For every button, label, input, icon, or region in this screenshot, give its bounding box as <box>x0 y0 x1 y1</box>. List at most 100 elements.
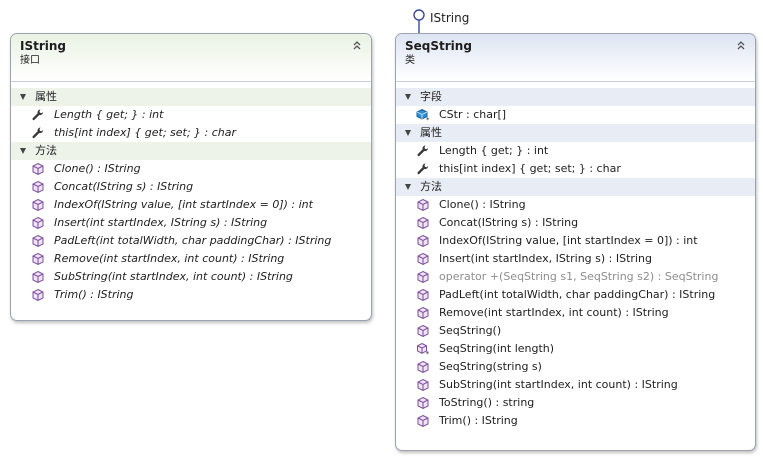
seqstring-class-box[interactable]: SeqString 类 字段 * CStr : char[] 属性 Length … <box>395 33 756 451</box>
member-signature: CStr : char[] <box>439 108 507 121</box>
member-signature: Insert(int startIndex, IString s) : IStr… <box>54 216 268 229</box>
member-signature: Length { get; } : int <box>54 108 164 121</box>
member-signature: SeqString() <box>439 324 502 337</box>
wrench-icon <box>31 126 45 140</box>
member-signature: Remove(int startIndex, int count) : IStr… <box>439 306 669 319</box>
method-row[interactable]: Concat(IString s) : IString <box>11 178 371 196</box>
method-cube-icon <box>416 288 430 302</box>
method-cube-icon <box>31 198 45 212</box>
method-row[interactable]: operator +(SeqString s1, SeqString s2) :… <box>396 268 755 286</box>
member-signature: IndexOf(IString value, [int startIndex =… <box>439 234 698 247</box>
member-signature: Concat(IString s) : IString <box>54 180 194 193</box>
method-cube-icon <box>31 162 45 176</box>
seqstring-name: SeqString <box>405 39 472 53</box>
method-row[interactable]: ToString() : string <box>396 394 755 412</box>
istring-interface-box[interactable]: IString 接口 属性 Length { get; } : int this[… <box>10 33 372 321</box>
method-row[interactable]: Clone() : IString <box>11 160 371 178</box>
method-row[interactable]: Concat(IString s) : IString <box>396 214 755 232</box>
member-signature: Remove(int startIndex, int count) : IStr… <box>54 252 285 265</box>
property-row[interactable]: this[int index] { get; set; } : char <box>396 160 755 178</box>
expand-triangle-icon <box>405 130 411 136</box>
method-cube-icon <box>31 234 45 248</box>
method-cube-icon <box>31 288 45 302</box>
method-row[interactable]: Insert(int startIndex, IString s) : IStr… <box>396 250 755 268</box>
property-row[interactable]: Length { get; } : int <box>396 142 755 160</box>
lollipop-label: IString <box>430 11 470 25</box>
method-cube-icon <box>416 234 430 248</box>
istring-name: IString <box>20 39 67 53</box>
member-signature: this[int index] { get; set; } : char <box>54 126 237 139</box>
wrench-icon <box>416 162 430 176</box>
method-row[interactable]: * SeqString(int length) <box>396 340 755 358</box>
istring-kind: 接口 <box>20 55 40 66</box>
method-cube-icon <box>416 252 430 266</box>
member-signature: Clone() : IString <box>54 162 141 175</box>
member-signature: SubString(int startIndex, int count) : I… <box>54 270 293 283</box>
method-row[interactable]: Trim() : IString <box>11 286 371 304</box>
section-properties[interactable]: 属性 <box>11 88 371 106</box>
member-signature: PadLeft(int totalWidth, char paddingChar… <box>439 288 716 301</box>
member-signature: Concat(IString s) : IString <box>439 216 579 229</box>
svg-text:*: * <box>426 350 430 356</box>
method-row[interactable]: Trim() : IString <box>396 412 755 430</box>
field-icon: * <box>416 108 430 124</box>
method-cube-icon <box>416 216 430 230</box>
istring-header: IString 接口 <box>11 34 371 82</box>
section-fields[interactable]: 字段 <box>396 88 755 106</box>
expand-triangle-icon <box>20 94 26 100</box>
method-row[interactable]: SeqString(string s) <box>396 358 755 376</box>
method-cube-icon <box>416 414 430 428</box>
method-row[interactable]: IndexOf(IString value, [int startIndex =… <box>396 232 755 250</box>
member-signature: SubString(int startIndex, int count) : I… <box>439 378 678 391</box>
method-row[interactable]: Insert(int startIndex, IString s) : IStr… <box>11 214 371 232</box>
method-row[interactable]: SubString(int startIndex, int count) : I… <box>396 376 755 394</box>
section-properties[interactable]: 属性 <box>396 124 755 142</box>
method-row[interactable]: Remove(int startIndex, int count) : IStr… <box>11 250 371 268</box>
method-cube-icon <box>31 180 45 194</box>
member-signature: Length { get; } : int <box>439 144 549 157</box>
member-signature: Insert(int startIndex, IString s) : IStr… <box>439 252 652 265</box>
section-methods[interactable]: 方法 <box>396 178 755 196</box>
seqstring-header: SeqString 类 <box>396 34 755 82</box>
interface-lollipop <box>413 9 425 36</box>
method-row[interactable]: SubString(int startIndex, int count) : I… <box>11 268 371 286</box>
method-cube-icon <box>31 216 45 230</box>
method-cube-icon <box>31 252 45 266</box>
member-signature: this[int index] { get; set; } : char <box>439 162 621 175</box>
seqstring-kind: 类 <box>405 55 415 66</box>
method-cube-icon <box>31 270 45 284</box>
method-cube-icon <box>416 396 430 410</box>
method-cube-icon <box>416 360 430 374</box>
expand-triangle-icon <box>405 184 411 190</box>
member-signature: SeqString(int length) <box>439 342 555 355</box>
expand-triangle-icon <box>20 148 26 154</box>
member-signature: ToString() : string <box>439 396 535 409</box>
method-row[interactable]: PadLeft(int totalWidth, char paddingChar… <box>396 286 755 304</box>
method-row[interactable]: PadLeft(int totalWidth, char paddingChar… <box>11 232 371 250</box>
section-methods[interactable]: 方法 <box>11 142 371 160</box>
member-signature: Trim() : IString <box>439 414 518 427</box>
field-row[interactable]: * CStr : char[] <box>396 106 755 124</box>
method-row[interactable]: Clone() : IString <box>396 196 755 214</box>
collapse-icon[interactable] <box>735 39 747 51</box>
expand-triangle-icon <box>405 94 411 100</box>
member-signature: Trim() : IString <box>54 288 134 301</box>
method-row[interactable]: SeqString() <box>396 322 755 340</box>
svg-text:*: * <box>426 116 430 122</box>
method-row[interactable]: IndexOf(IString value, [int startIndex =… <box>11 196 371 214</box>
wrench-icon <box>416 144 430 158</box>
method-cube-icon <box>416 378 430 392</box>
method-star-cube-icon: * <box>416 342 430 358</box>
member-signature: operator +(SeqString s1, SeqString s2) :… <box>439 270 719 283</box>
property-row[interactable]: Length { get; } : int <box>11 106 371 124</box>
member-signature: IndexOf(IString value, [int startIndex =… <box>54 198 313 211</box>
member-signature: PadLeft(int totalWidth, char paddingChar… <box>54 234 332 247</box>
member-signature: SeqString(string s) <box>439 360 542 373</box>
member-signature: Clone() : IString <box>439 198 526 211</box>
method-cube-icon <box>416 270 430 284</box>
method-row[interactable]: Remove(int startIndex, int count) : IStr… <box>396 304 755 322</box>
wrench-icon <box>31 108 45 122</box>
method-cube-icon <box>416 324 430 338</box>
collapse-icon[interactable] <box>351 39 363 51</box>
property-row[interactable]: this[int index] { get; set; } : char <box>11 124 371 142</box>
